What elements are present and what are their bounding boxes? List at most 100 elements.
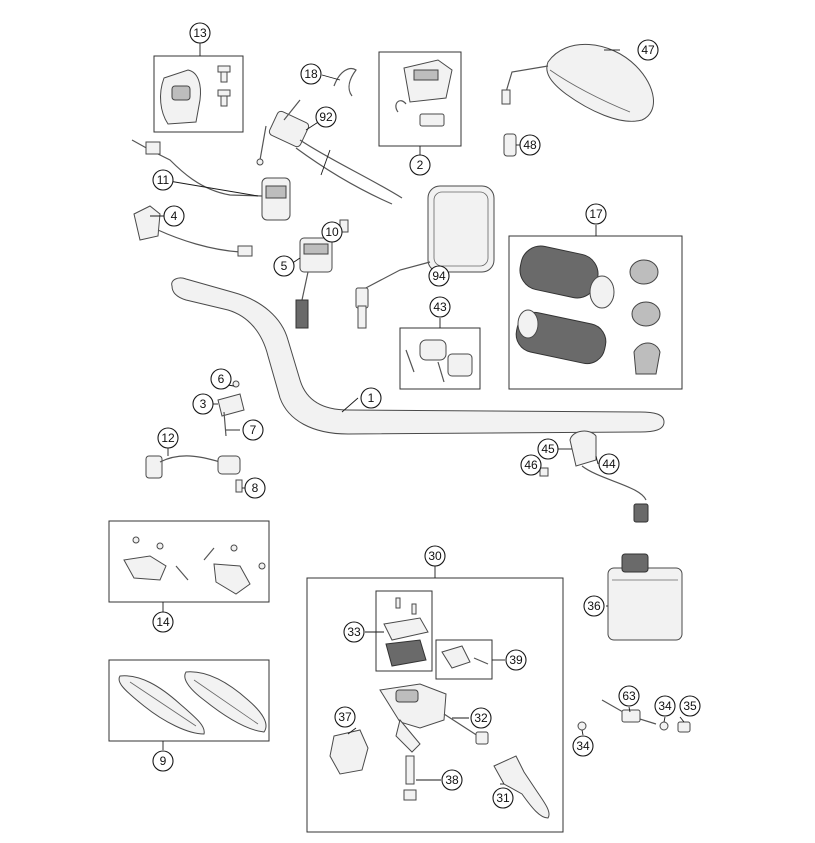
callout-37: 37 <box>334 706 356 728</box>
svg-text:39: 39 <box>509 653 523 667</box>
svg-text:44: 44 <box>602 457 616 471</box>
switch-13 <box>160 65 231 125</box>
mirror-left <box>355 185 495 329</box>
part-37 <box>329 729 369 775</box>
switch-2 <box>395 59 453 127</box>
svg-text:43: 43 <box>433 300 447 314</box>
svg-text:12: 12 <box>161 431 175 445</box>
callout-34-top: 34 <box>654 695 676 717</box>
svg-text:14: 14 <box>156 615 170 629</box>
svg-text:6: 6 <box>218 372 225 386</box>
svg-text:36: 36 <box>587 599 601 613</box>
brake-lever-31 <box>493 755 550 819</box>
callout-43: 43 <box>429 296 451 318</box>
switch-12 <box>145 455 243 493</box>
callout-4: 4 <box>163 205 185 227</box>
callout-92: 92 <box>315 106 337 128</box>
group-box-13 <box>153 55 244 133</box>
svg-text:63: 63 <box>622 689 636 703</box>
svg-text:9: 9 <box>160 754 167 768</box>
handlebar <box>171 277 665 435</box>
callout-36: 36 <box>583 595 605 617</box>
callout-46: 46 <box>520 454 542 476</box>
svg-text:1: 1 <box>368 391 375 405</box>
callout-7: 7 <box>242 419 264 441</box>
callout-14: 14 <box>152 611 174 633</box>
clamp-43 <box>405 339 473 383</box>
svg-text:7: 7 <box>250 423 257 437</box>
part-39 <box>441 645 489 669</box>
callout-8: 8 <box>244 477 266 499</box>
callout-6: 6 <box>210 368 232 390</box>
grips-17 <box>515 245 661 375</box>
svg-text:46: 46 <box>524 458 538 472</box>
callout-34-bottom: 34 <box>572 735 594 757</box>
group-box-9 <box>108 659 270 742</box>
svg-text:48: 48 <box>523 138 537 152</box>
callout-35: 35 <box>679 695 701 717</box>
mirror-right <box>501 43 654 122</box>
callout-3: 3 <box>192 393 214 415</box>
handguard-mounts <box>123 536 266 595</box>
callout-1: 1 <box>360 387 382 409</box>
svg-text:31: 31 <box>496 791 510 805</box>
svg-text:92: 92 <box>319 110 333 124</box>
svg-text:37: 37 <box>338 710 352 724</box>
callout-18: 18 <box>300 63 322 85</box>
group-box-39 <box>435 639 493 680</box>
callout-17: 17 <box>585 203 607 225</box>
svg-text:18: 18 <box>304 67 318 81</box>
switch-11 <box>131 139 291 221</box>
svg-text:34: 34 <box>658 699 672 713</box>
callout-47: 47 <box>637 39 659 61</box>
callout-12: 12 <box>157 427 179 449</box>
svg-text:11: 11 <box>157 173 170 187</box>
callout-38: 38 <box>441 769 463 791</box>
callout-63: 63 <box>618 685 640 707</box>
svg-text:8: 8 <box>252 481 259 495</box>
svg-text:94: 94 <box>432 269 446 283</box>
svg-text:2: 2 <box>417 158 424 172</box>
group-box-17 <box>508 235 683 390</box>
svg-text:32: 32 <box>474 711 488 725</box>
svg-text:33: 33 <box>347 625 361 639</box>
adjuster-32 <box>443 713 489 745</box>
master-cylinder <box>379 683 447 753</box>
svg-text:38: 38 <box>445 773 459 787</box>
callout-32: 32 <box>470 707 492 729</box>
clip-18 <box>333 67 357 97</box>
pin-38 <box>403 755 417 801</box>
svg-text:10: 10 <box>325 225 339 239</box>
svg-text:45: 45 <box>541 442 555 456</box>
switch-44 <box>539 430 649 523</box>
svg-text:47: 47 <box>641 43 655 57</box>
callout-30: 30 <box>424 545 446 567</box>
switch-5 <box>295 219 349 329</box>
leader-lines <box>150 42 685 785</box>
handguards <box>118 671 267 735</box>
callout-13: 13 <box>189 22 211 44</box>
callout-33: 33 <box>343 621 365 643</box>
master-cylinder-cover <box>383 597 429 667</box>
callout-9: 9 <box>152 750 174 772</box>
svg-text:13: 13 <box>193 26 207 40</box>
callout-39: 39 <box>505 649 527 671</box>
svg-text:30: 30 <box>428 549 442 563</box>
throttle-cables <box>256 99 403 205</box>
mirror-adapter-48 <box>503 133 517 157</box>
group-box-33 <box>375 590 433 672</box>
callout-31: 31 <box>492 787 514 809</box>
part-4 <box>133 205 253 257</box>
bracket-3 <box>217 380 245 437</box>
callout-2: 2 <box>409 154 431 176</box>
callout-10: 10 <box>321 221 343 243</box>
callout-48: 48 <box>519 134 541 156</box>
callout-5: 5 <box>273 255 295 277</box>
callout-94: 94 <box>428 265 450 287</box>
callout-44: 44 <box>598 453 620 475</box>
callout-11: 11 <box>152 169 174 191</box>
callout-45: 45 <box>537 438 559 460</box>
svg-text:5: 5 <box>281 259 288 273</box>
svg-text:17: 17 <box>589 207 603 221</box>
